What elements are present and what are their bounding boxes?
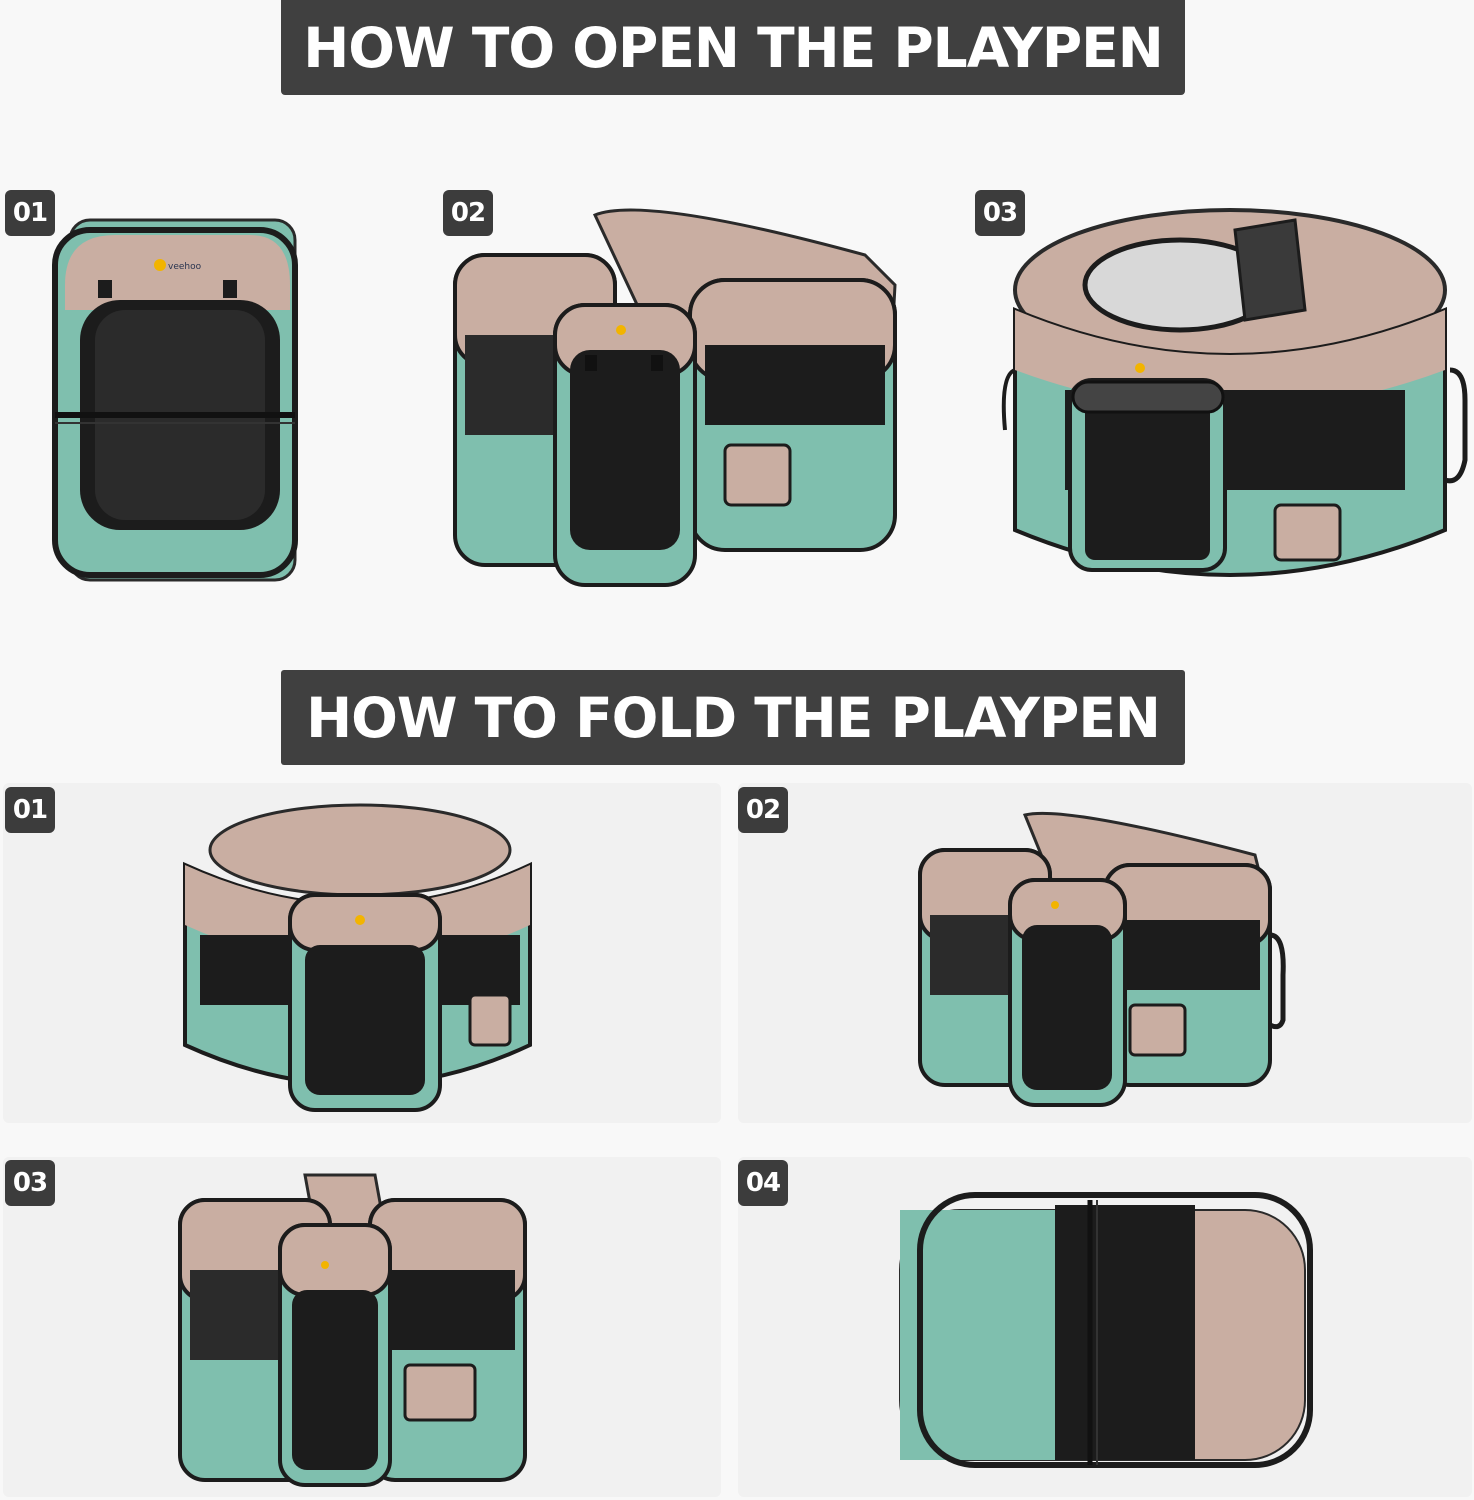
fold-step-4-folded-playpen-image — [899, 1192, 1313, 1468]
fold-section-title: HOW TO FOLD THE PLAYPEN — [281, 670, 1185, 765]
fold-step-1-badge: 01 — [5, 787, 55, 833]
open-step-2-partially-open-playpen-image — [453, 208, 897, 587]
open-section-title: HOW TO OPEN THE PLAYPEN — [281, 0, 1185, 95]
open-step-1-badge: 01 — [5, 190, 55, 236]
brand-logo: veehoo — [168, 262, 202, 272]
fold-step-3-badge: 03 — [5, 1160, 55, 1206]
fold-step-2-badge: 02 — [738, 787, 788, 833]
open-step-3-fully-open-playpen-image — [1001, 208, 1468, 577]
fold-step-4-badge: 04 — [738, 1160, 788, 1206]
fold-step-3-playpen-image — [178, 1173, 527, 1487]
open-step-2-badge: 02 — [443, 190, 493, 236]
fold-step-2-playpen-image — [918, 811, 1286, 1107]
open-step-3-badge: 03 — [975, 190, 1025, 236]
fold-step-1-playpen-image — [183, 803, 532, 1112]
open-step-1-folded-playpen-image: veehoo — [52, 218, 298, 582]
